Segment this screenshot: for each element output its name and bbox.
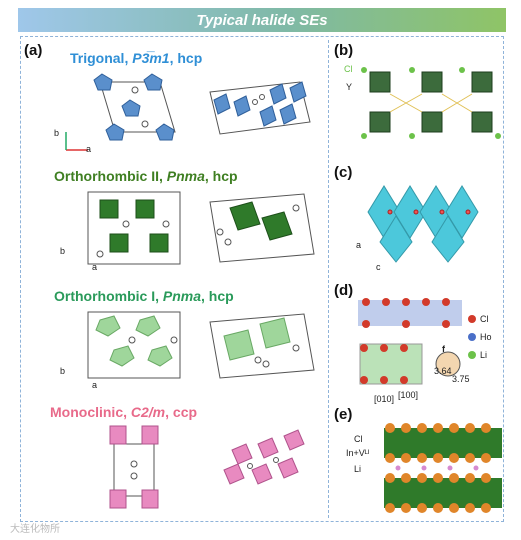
panel-e-in-label: In+Vᴸᴵ: [346, 448, 370, 458]
monoclinic-side-view: [223, 429, 305, 485]
panel-d-distance-1: 3.64: [434, 366, 452, 376]
panel-label-a: (a): [24, 42, 43, 59]
monoclinic-top-view: [109, 425, 159, 509]
panel-label-c: (c): [334, 164, 353, 181]
title-trigonal: Trigonal, P3̅m1, hcp: [70, 50, 203, 66]
panel-c-axis-a: a: [356, 240, 362, 250]
trigonal-top-view: [93, 73, 176, 141]
axis-b-label-2: b: [60, 246, 66, 256]
panel-d-f-label: f: [442, 344, 445, 354]
panel-b-cl-label: Cl: [344, 64, 353, 74]
banner-title: Typical halide SEs: [18, 8, 506, 32]
panel-label-e: (e): [334, 406, 353, 423]
orthorhombic-i-top-view: [87, 311, 181, 379]
panel-e-cl-label: Cl: [354, 434, 363, 444]
axis-a-label-1: a: [86, 144, 92, 154]
watermark: 大连化物所: [10, 524, 60, 535]
panel-label-d: (d): [334, 282, 354, 299]
trigonal-axes-1: [65, 132, 88, 151]
trigonal-side-view: [209, 81, 311, 135]
axis-a-label-2: a: [92, 262, 98, 272]
panel-c-structure: [367, 185, 479, 263]
legend-cl: Cl: [468, 314, 489, 324]
panel-label-b: (b): [334, 42, 354, 59]
legend-ho: Ho: [468, 332, 492, 342]
panel-c-axis-c: c: [376, 262, 381, 272]
panel-b-y-label: Y: [346, 82, 353, 92]
panel-divider: [328, 40, 329, 518]
panel-d-structure: [358, 298, 462, 385]
title-orthorhombic-ii: Orthorhombic II, Pnma, hcp: [54, 168, 238, 184]
orthorhombic-ii-top-view: [87, 191, 181, 265]
orthorhombic-i-side-view: [209, 313, 315, 379]
legend-li: Li: [468, 350, 487, 360]
orthorhombic-ii-side-view: [209, 193, 315, 263]
panel-d-distance-2: 3.75: [452, 374, 470, 384]
axis-a-label-3: a: [92, 380, 98, 390]
panel-b-structure: [361, 67, 501, 139]
axis-b-label-1: b: [54, 128, 60, 138]
figure-frame: [20, 36, 504, 522]
panel-e-structure: [384, 423, 502, 513]
panel-e-li-label: Li: [354, 464, 362, 474]
title-monoclinic: Monoclinic, C2/m, ccp: [50, 404, 198, 420]
panel-d-direction-010: [010]: [374, 394, 395, 404]
panel-d-direction-100: [100]: [398, 390, 419, 400]
title-orthorhombic-i: Orthorhombic I, Pnma, hcp: [54, 288, 234, 304]
axis-b-label-3: b: [60, 366, 66, 376]
